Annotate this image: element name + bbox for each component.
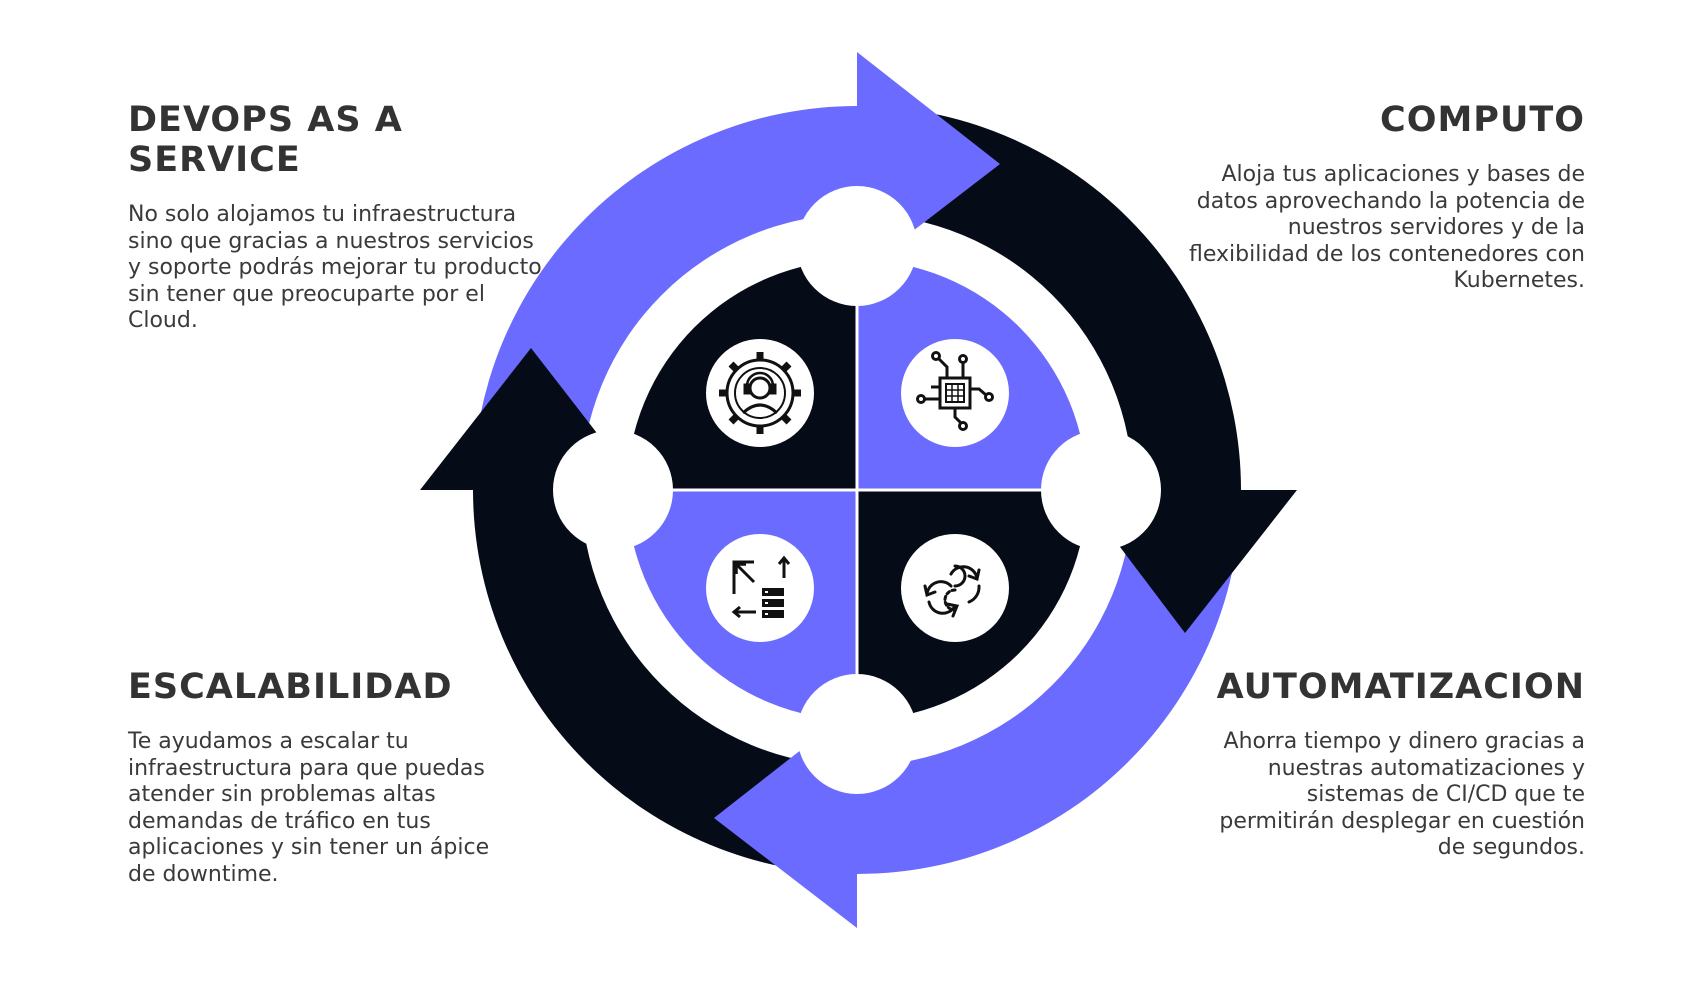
escalabilidad-section: ESCALABILIDAD Te ayudamos a escalar tu i… xyxy=(128,667,508,888)
ring-arc-top-right xyxy=(857,106,1241,490)
computo-body: Aloja tus aplicaciones y bases de datos … xyxy=(1189,162,1585,293)
automatizacion-title: AUTOMATIZACION xyxy=(1216,667,1585,707)
notch-left xyxy=(553,430,673,550)
ring-arc-bottom-left xyxy=(473,490,857,874)
automatizacion-body: Ahorra tiempo y dinero gracias a nuestra… xyxy=(1219,729,1585,860)
scale-server-icon xyxy=(706,534,814,642)
devops-title-line2: SERVICE xyxy=(128,140,301,180)
notch-bottom xyxy=(797,674,917,794)
icon-circles xyxy=(706,339,1009,642)
gear-support-icon xyxy=(706,339,814,447)
devops-title: DEVOPS AS A SERVICE xyxy=(128,100,548,180)
devops-body: No solo alojamos tu infraestructura sino… xyxy=(128,202,542,333)
notch-right xyxy=(1041,430,1161,550)
computo-section: COMPUTO Aloja tus aplicaciones y bases d… xyxy=(1185,100,1585,295)
devops-title-line1: DEVOPS AS A xyxy=(128,100,403,140)
escalabilidad-title: ESCALABILIDAD xyxy=(128,667,453,707)
quadrant-divider-horizontal xyxy=(622,488,1092,492)
ring-arc-bottom-right xyxy=(857,490,1241,874)
notch-top xyxy=(797,186,917,306)
sync-arrows-icon xyxy=(901,534,1009,642)
outer-ring xyxy=(473,106,1241,874)
chip-circuit-icon xyxy=(901,339,1009,447)
computo-title: COMPUTO xyxy=(1380,100,1585,140)
ring-arc-top-left xyxy=(473,106,857,490)
automatizacion-section: AUTOMATIZACION Ahorra tiempo y dinero gr… xyxy=(1185,667,1585,862)
escalabilidad-body: Te ayudamos a escalar tu infraestructura… xyxy=(128,729,490,887)
devops-section: DEVOPS AS A SERVICE No solo alojamos tu … xyxy=(128,100,548,335)
